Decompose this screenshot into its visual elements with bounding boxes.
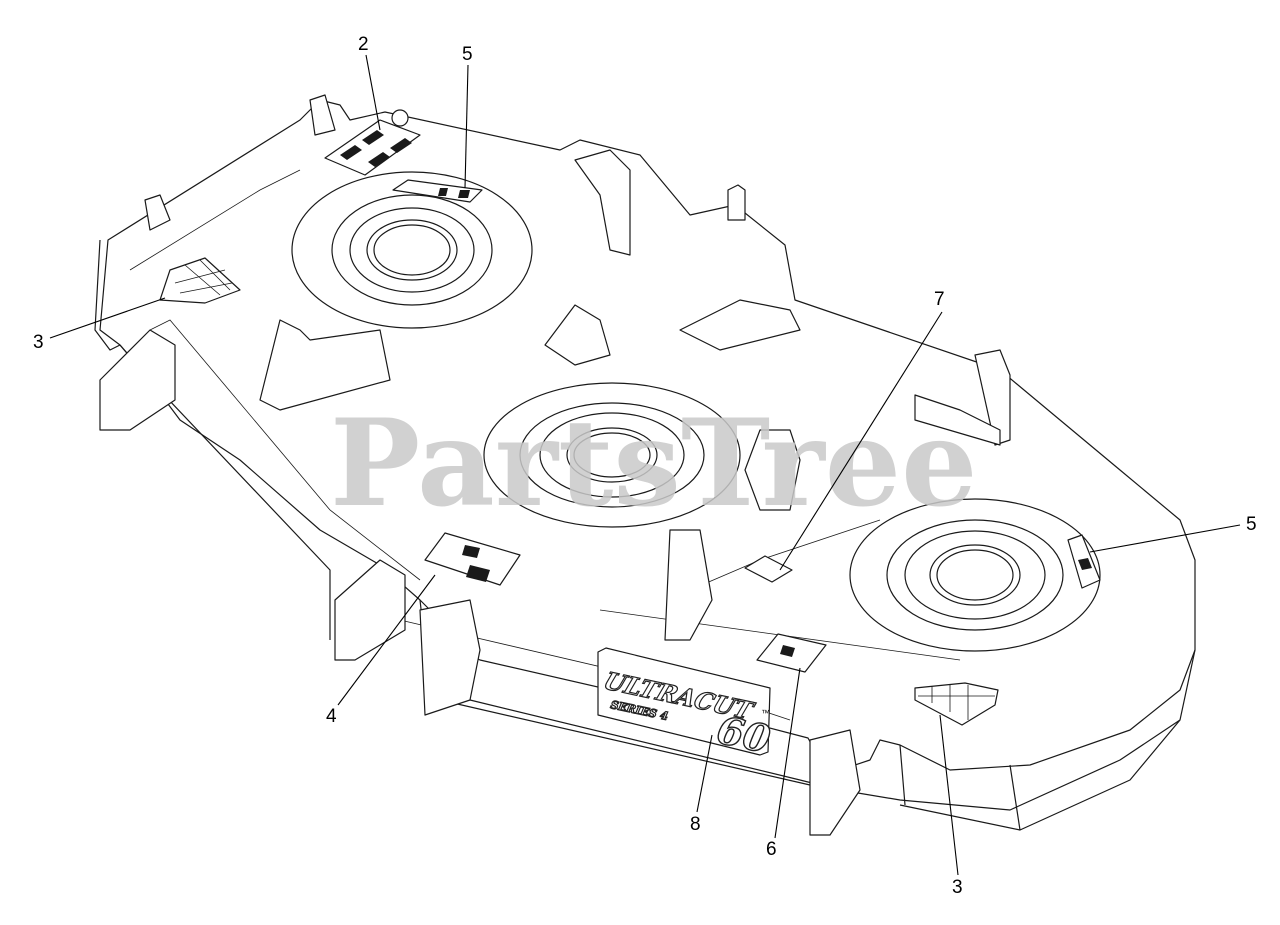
decal-5-top	[392, 179, 483, 203]
callout-3-left: 3	[33, 332, 44, 353]
decal-2-safety-panel	[324, 119, 421, 176]
deck-brackets	[99, 94, 1011, 836]
spindle-right	[849, 498, 1101, 652]
deck-logo-decal-8: ULTRACUT SERIES 4 60 ™	[597, 647, 775, 763]
decal-4	[424, 532, 521, 586]
decal-3-left	[159, 257, 241, 304]
callouts: 2 5 3 7 5 4 8 6 3	[33, 34, 1257, 898]
decal-5-right	[1067, 534, 1101, 589]
callout-6: 6	[766, 839, 777, 860]
decal-3-bottom	[914, 682, 999, 726]
callout-5-right: 5	[1246, 514, 1257, 535]
spindle-left	[291, 171, 533, 329]
decal-7	[744, 555, 793, 583]
callout-2: 2	[358, 34, 369, 55]
leader-lines	[49, 54, 1241, 876]
callout-4: 4	[326, 706, 337, 727]
spindle-center	[483, 382, 741, 528]
logo-trademark: ™	[761, 708, 770, 718]
callout-5-top: 5	[462, 44, 473, 65]
decal-6	[756, 633, 827, 673]
callout-8: 8	[690, 814, 701, 835]
callout-7: 7	[934, 289, 945, 310]
watermark: PartsTree	[330, 393, 977, 534]
callout-3-bottom: 3	[952, 877, 963, 898]
